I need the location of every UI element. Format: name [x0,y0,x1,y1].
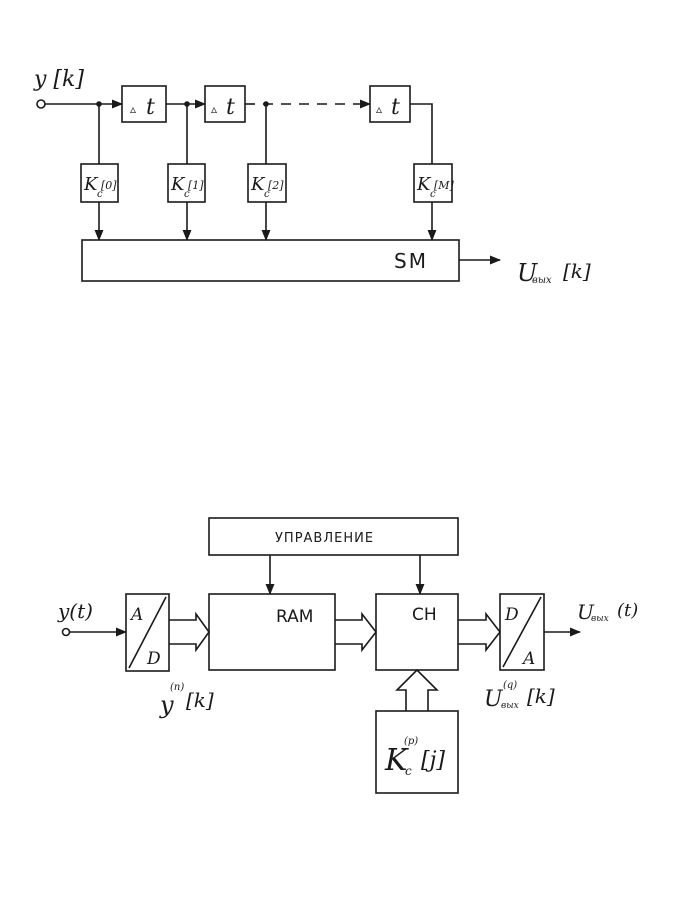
dac-input-label: U [484,687,504,712]
summer-label: SM [394,249,428,273]
coeff-label: K [170,174,186,195]
input-terminal [36,99,46,109]
output-subscript: вых [591,614,609,624]
processor-block-diagram: УПРАВЛЕНИЕ y(t) A D y (n) [k] RAM CH [57,517,638,794]
coeff-subscript: c [97,189,103,200]
coeff-subscript: c [184,189,190,200]
coeff-index: [2] [268,179,284,192]
ch-to-dac-bus-arrow [458,611,502,653]
dac-top-label: D [504,605,519,625]
coeff-block-2 [247,163,287,203]
output-label: U [577,600,595,624]
coeff-memory-subscript: c [405,764,412,778]
input-terminal [61,627,71,637]
delay-label: t [146,95,155,120]
coeff-subscript: c [264,189,270,200]
tap-line [410,103,433,164]
adc-to-ram-bus-arrow [169,611,210,653]
coeff-memory-index: [j] [421,748,445,773]
dac-bottom-label: A [521,649,535,669]
delay-label: t [226,95,235,120]
output-label: U [517,259,538,287]
dac-diagonal [502,596,542,668]
coeff-index: [M] [434,179,455,192]
ram-block [208,593,336,671]
dac-input-superscript: (q) [503,680,517,691]
fir-filter-diagram: y [k] ▵ t ▵ t ▵ t K c [33,67,591,287]
adc-output-label: y [159,691,174,719]
control-block [208,517,459,556]
output-index: [k] [563,259,591,283]
delta-symbol: ▵ [376,102,382,116]
adc-diagonal [128,596,167,669]
ram-to-ch-bus-arrow [335,611,378,653]
coeff-memory-block [375,710,459,794]
coeff-to-ch-bus-arrow [395,668,439,711]
input-label: y(t) [57,599,93,623]
dac-input-subscript: вых [501,701,519,711]
output-index: (t) [617,600,638,621]
coeff-index: [1] [188,179,204,192]
dac-input-index: [k] [527,684,555,708]
input-label: y [k] [33,67,84,92]
coeff-index: [0] [101,179,117,192]
coeff-memory-superscript: (p) [404,736,418,747]
delay-labels: ▵ t ▵ t ▵ t [130,95,400,120]
coeff-label: K [83,174,99,195]
adc-output-index: [k] [186,688,214,712]
adc-top-label: A [129,605,143,625]
coeff-label: K [250,174,266,195]
adc-output-superscript: (n) [170,682,184,693]
delay-block-1 [121,85,167,123]
coeff-memory-label: K [384,743,409,778]
adc-bottom-label: D [146,649,161,669]
coeff-block-m [413,163,453,203]
output-subscript: вых [532,275,552,286]
ram-label: RAM [276,607,313,627]
ch-label: CH [412,605,437,625]
delta-symbol: ▵ [130,102,136,116]
control-label: УПРАВЛЕНИЕ [275,531,374,546]
coeff-label: K [416,174,432,195]
delta-symbol: ▵ [211,102,217,116]
delay-label: t [391,95,400,120]
coeff-subscript: c [430,189,436,200]
adc-block [125,593,170,672]
